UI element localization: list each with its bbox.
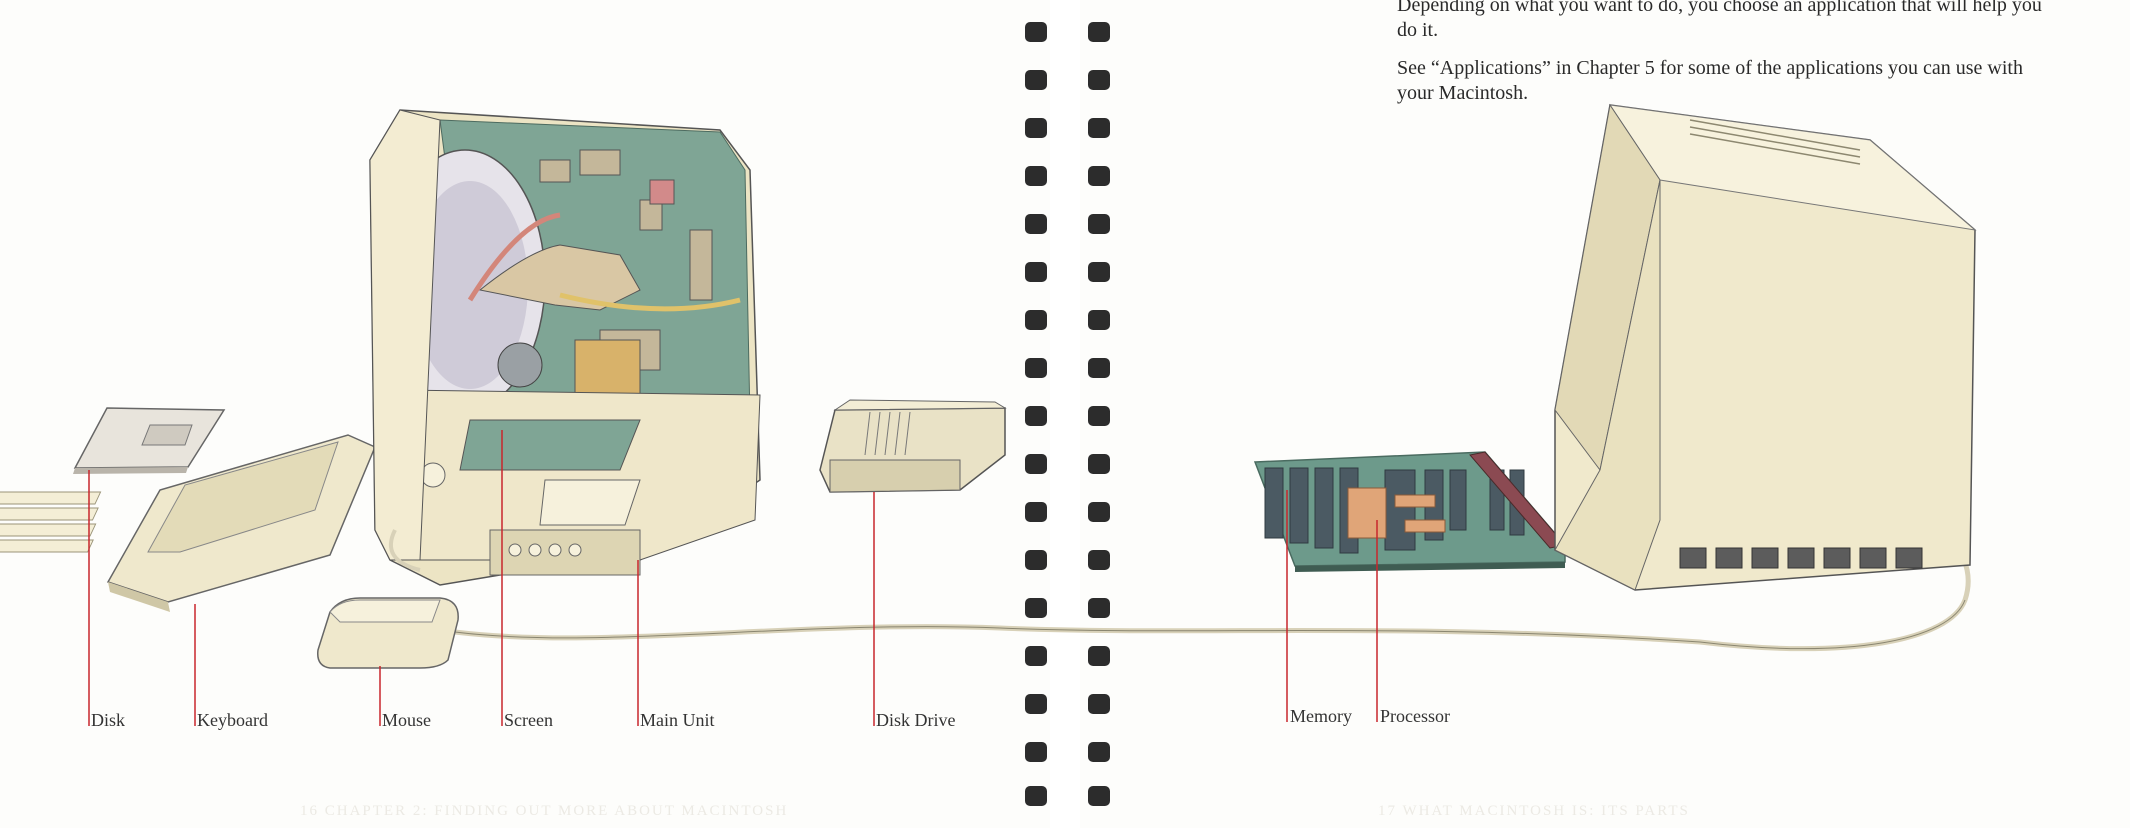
footer-right: 17 WHAT MACINTOSH IS: ITS PARTS xyxy=(1378,803,1690,820)
mouse-illustration xyxy=(318,598,458,668)
disk-drive-illustration xyxy=(820,400,1005,492)
disk-illustration xyxy=(73,408,224,474)
callout-mouse: Mouse xyxy=(382,710,431,731)
body-paragraph-1: Depending on what you want to do, you ch… xyxy=(1397,0,2057,43)
callout-disk-drive: Disk Drive xyxy=(876,710,956,731)
callout-keyboard: Keyboard xyxy=(197,710,268,731)
spiral-binding xyxy=(1025,22,1110,806)
callout-screen: Screen xyxy=(504,710,553,731)
body-paragraph-2: See “Applications” in Chapter 5 for some… xyxy=(1397,56,2057,106)
logic-board-illustration xyxy=(1255,452,1565,572)
case-back-illustration xyxy=(1555,105,1975,590)
callout-disk: Disk xyxy=(91,710,125,731)
main-unit-cutaway-illustration xyxy=(370,110,760,585)
footer-left: 16 CHAPTER 2: FINDING OUT MORE ABOUT MAC… xyxy=(300,803,788,820)
callout-memory: Memory xyxy=(1290,706,1352,727)
callout-main-unit: Main Unit xyxy=(640,710,715,731)
callout-processor: Processor xyxy=(1380,706,1450,727)
